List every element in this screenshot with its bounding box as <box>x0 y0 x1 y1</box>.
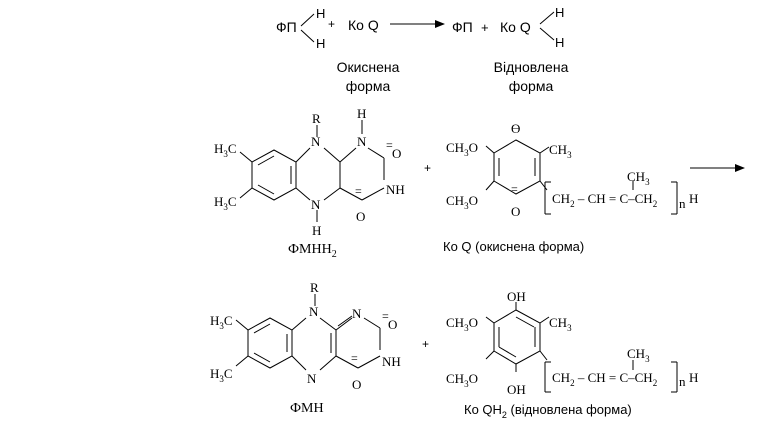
reduced-label-1: Відновлена <box>494 59 569 75</box>
coqh2-chain: CH2 – CH = C–CH2 <box>552 370 657 388</box>
fmn-o2: O <box>352 377 361 392</box>
coqh2-oh-top: OH <box>507 289 526 304</box>
koq-left: Ко Q <box>348 17 379 33</box>
fmnh2-n1: N <box>357 134 367 149</box>
oxidized-label-1: Окиснена <box>337 59 400 75</box>
fmn-eq2: = <box>351 351 358 365</box>
coq-ox-n: n <box>679 196 686 211</box>
coqh2-structure: OH CH3O CH3O CH3 OH CH3 CH2 – CH = C–CH2… <box>446 289 698 420</box>
h-bottom-left: H <box>316 36 325 51</box>
reduced-label-2: форма <box>509 78 554 94</box>
fmnh2-eq2: = <box>355 184 362 198</box>
oxidized-label-2: форма <box>346 78 391 94</box>
fmnh2-o2: O <box>356 209 365 224</box>
fmnh2-n5: N <box>311 197 321 212</box>
fmn-methyl-1: H3C <box>210 313 233 331</box>
coq-ox-och3-2: CH3O <box>446 193 478 211</box>
coq-ox-chain: CH2 – CH = C–CH2 <box>552 191 657 209</box>
coq-ox-och3-1: CH3O <box>446 140 478 158</box>
fp-left: ФП <box>276 19 297 35</box>
plus-bottom: + <box>422 337 429 351</box>
coqh2-n: n <box>679 374 686 389</box>
fmn-methyl-2: H3C <box>210 366 233 384</box>
fmnh2-methyl-1: H3C <box>214 141 237 159</box>
coq-ox-label: Ко Q (окиснена форма) <box>443 239 584 254</box>
fmn-structure: R N N = O NH = O N H3C H3C ФМН <box>210 280 401 416</box>
fp-right: ФП <box>452 19 473 35</box>
fmnh2-methyl-2: H3C <box>214 194 237 212</box>
coqh2-och3-1: CH3O <box>446 315 478 333</box>
coqh2-ch3: CH3 <box>549 315 572 333</box>
coqh2-branch-ch3: CH3 <box>627 346 650 364</box>
coq-ox-o-bottom: O <box>511 204 520 219</box>
fmn-r: R <box>310 280 319 295</box>
plus-mid: + <box>424 161 431 175</box>
plus-top-2: + <box>481 20 489 35</box>
top-equation: ФП H H + Ко Q ФП + Ко Q H H Окиснена фор… <box>276 5 569 94</box>
koq-right: Ко Q <box>500 19 531 35</box>
coq-ox-ch3: CH3 <box>549 142 572 160</box>
h-top-left: H <box>316 6 325 21</box>
fmnh2-structure: R N H N = O NH = O N H H3C H3C ФМНН2 <box>214 106 405 260</box>
h-top-right: H <box>555 5 564 20</box>
coqh2-oh-bottom: OH <box>507 382 526 397</box>
fmn-o1: O <box>388 317 397 332</box>
fmnh2-h1: H <box>357 106 366 121</box>
fmn-eq1: = <box>382 309 389 323</box>
fmnh2-n10: N <box>311 134 321 149</box>
fmn-n10: N <box>309 304 319 319</box>
fmn-label: ФМН <box>290 401 324 416</box>
fmnh2-o1: O <box>392 146 401 161</box>
fmnh2-eq1: = <box>386 138 393 152</box>
coqh2-label: Ко QН2 (відновлена форма) <box>464 402 632 420</box>
coq-oxidized-structure: Ɵ CH3O CH3O CH3 = O CH3 CH2 – CH = C–CH2… <box>443 121 698 254</box>
fmn-n5: N <box>307 371 317 386</box>
fmnh2-label: ФМНН2 <box>288 242 337 260</box>
coq-ox-eq: = <box>511 182 518 196</box>
coq-ox-branch-ch3: CH3 <box>627 169 650 187</box>
fmnh2-nh: NH <box>386 182 405 197</box>
fmnh2-h5: H <box>312 223 321 238</box>
fmn-nh: NH <box>382 354 401 369</box>
coq-ox-o-top: Ɵ <box>511 121 520 136</box>
plus-top-1: + <box>328 17 335 31</box>
coqh2-h: H <box>689 370 698 385</box>
fmnh2-r: R <box>312 111 321 126</box>
h-bottom-right: H <box>555 35 564 50</box>
coq-ox-h: H <box>689 191 698 206</box>
coqh2-och3-2: CH3O <box>446 371 478 389</box>
fmn-n1: N <box>352 306 362 321</box>
